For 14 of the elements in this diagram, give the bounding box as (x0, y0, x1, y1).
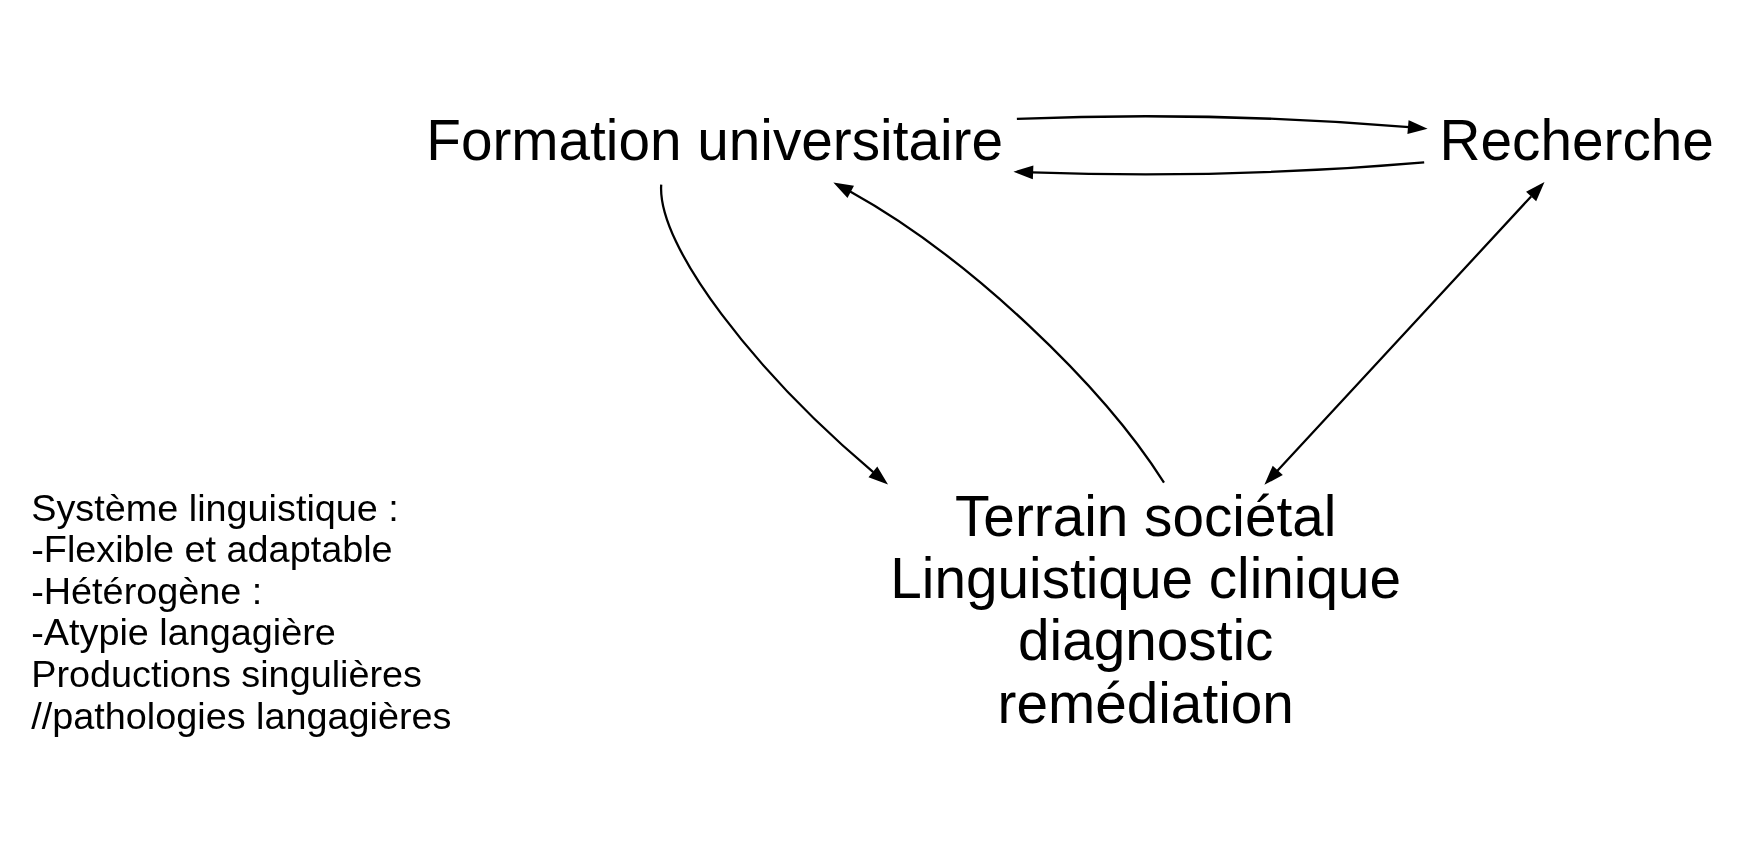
node-text: Terrain sociétal Linguistique clinique diagnostic remédiation (890, 484, 1402, 735)
arrow (833, 182, 1165, 484)
label: -Atypie langagière (31, 611, 336, 654)
node-text: Formation universitaire (426, 108, 1003, 172)
label: -Flexible et adaptable (31, 528, 393, 571)
arrow (1264, 182, 1545, 485)
label: Système linguistique : (31, 486, 399, 529)
label: -Hétérogène : (31, 569, 263, 612)
arrow (1016, 115, 1428, 134)
label: //pathologies langagières (31, 694, 452, 737)
arrow (1013, 161, 1425, 180)
node-text: Recherche (1439, 108, 1714, 172)
label: Productions singulières (31, 652, 423, 695)
arrow (660, 184, 889, 485)
